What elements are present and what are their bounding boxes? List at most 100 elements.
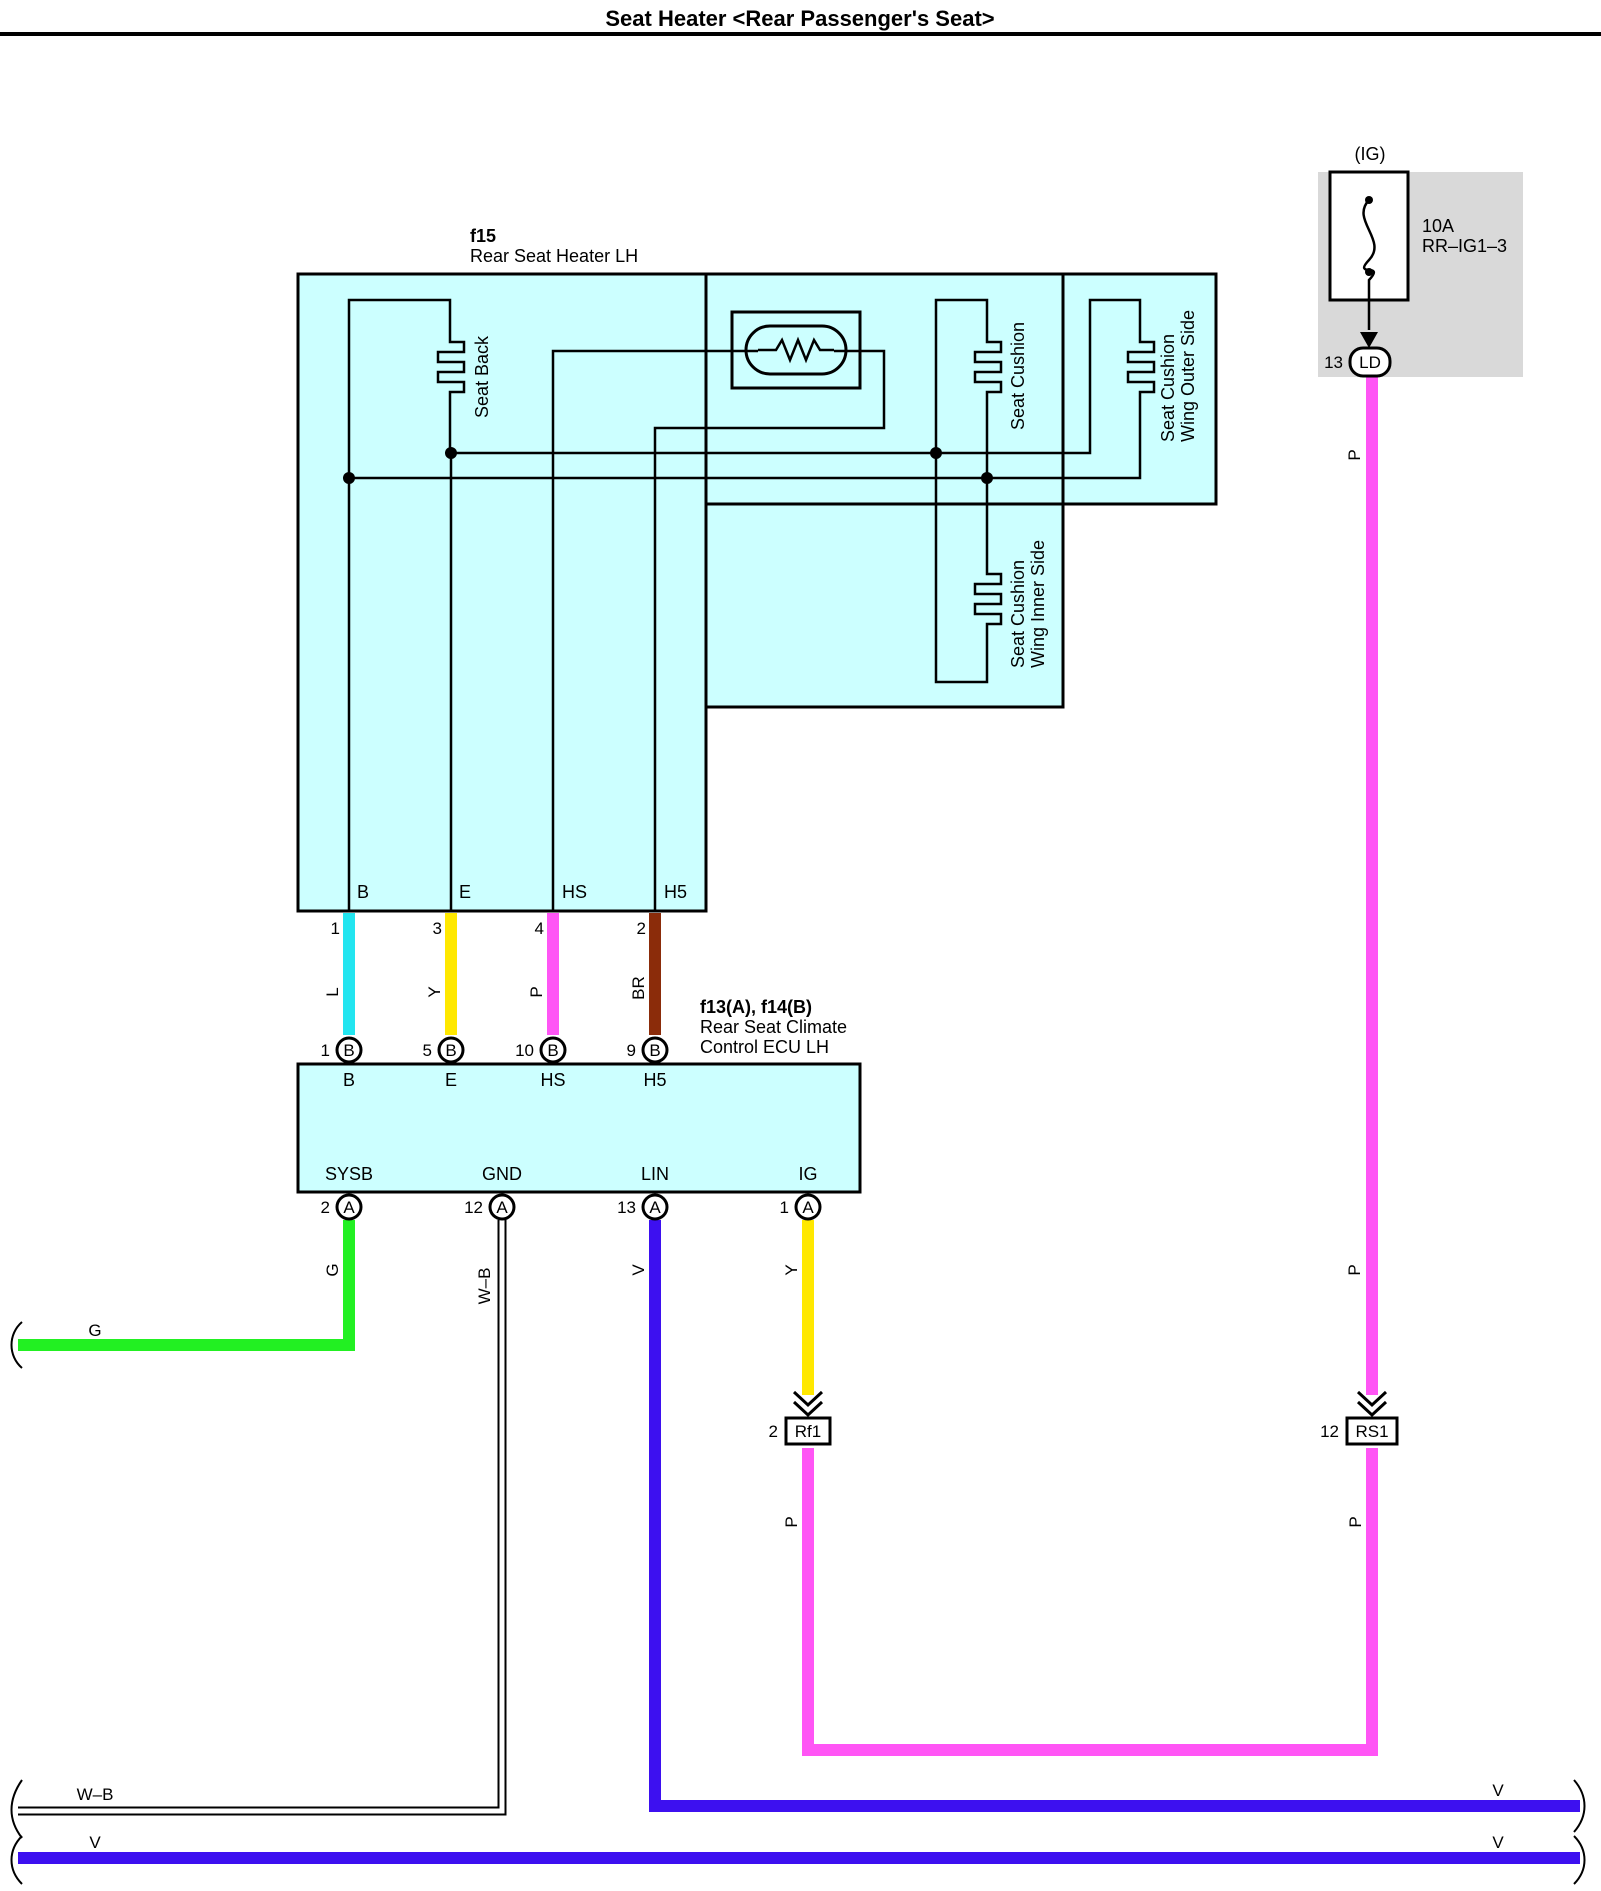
junction-dot	[930, 447, 942, 459]
ecu-terminal	[335, 1036, 363, 1064]
wire-cushion-loop	[934, 453, 989, 684]
heater-main-box	[296, 272, 708, 913]
wire-b-internal	[347, 298, 452, 911]
connector-letter: B	[343, 1041, 354, 1060]
chevron-down-icon	[792, 1390, 824, 1408]
ecu-pin-number: 13	[617, 1198, 636, 1217]
ecu-terminal	[539, 1036, 567, 1064]
break-mark-icon	[10, 1321, 23, 1369]
seat-back-element	[436, 338, 466, 398]
outer-side-label-1: Seat Cushion	[1158, 334, 1178, 442]
ecu-name-line1: Rear Seat Climate	[700, 1017, 847, 1037]
ecu-pin-name: HS	[540, 1070, 565, 1090]
inner-side-label-2: Wing Inner Side	[1028, 540, 1048, 668]
rf1-label: Rf1	[795, 1422, 821, 1441]
junction-connectors: Rf1 2 P RS1 12 P	[769, 1390, 1399, 1528]
chevron-down-icon	[1356, 1390, 1388, 1408]
ecu-pin-number: 2	[321, 1198, 330, 1217]
wire-color-label: V	[629, 1264, 648, 1276]
rf1-connector	[784, 1416, 832, 1446]
ecu-pin-number: 1	[321, 1041, 330, 1060]
fuse-source-label: (IG)	[1355, 144, 1386, 164]
wire-G	[18, 1220, 355, 1351]
wire-outer-return	[349, 398, 1142, 480]
rear-seat-heater: f15 Rear Seat Heater LH Seat Ba	[296, 226, 1218, 913]
v-wire-label: V	[89, 1833, 101, 1852]
ecu-pin-name: GND	[482, 1164, 522, 1184]
ld-pin-number: 13	[1324, 353, 1343, 372]
junction-dot	[445, 447, 457, 459]
break-mark-icon	[10, 1779, 23, 1839]
inner-side-element	[973, 570, 1003, 650]
wire-color-label: P	[1346, 1516, 1365, 1527]
ld-connector-label: LD	[1359, 353, 1381, 372]
ecu-pin-name: B	[343, 1070, 355, 1090]
wire-color-label: W–B	[475, 1268, 494, 1305]
connector-letter: A	[802, 1198, 814, 1217]
heater-pin-number: 4	[535, 919, 544, 938]
heater-cushion-box	[704, 272, 1065, 709]
wire-color-label: BR	[629, 976, 648, 1000]
diagram-title: Seat Heater <Rear Passenger's Seat>	[605, 6, 994, 31]
fuse-name: RR–IG1–3	[1422, 236, 1507, 256]
wire-color-label: P	[1345, 1264, 1364, 1275]
thermistor-resistor	[758, 336, 834, 364]
wire-color-label: L	[323, 987, 342, 996]
connector-letter: A	[343, 1198, 355, 1217]
fuse-element	[1362, 199, 1376, 330]
ld-connector	[1348, 346, 1392, 378]
ecu-pin-name: LIN	[641, 1164, 669, 1184]
ecu-terminal	[794, 1193, 822, 1221]
heater-ecu-harness: 1 3 4 2 L Y P BR	[323, 913, 661, 1035]
fuse-block: (IG) 10A RR–IG1–3 LD 13 P P	[1318, 144, 1523, 1276]
heater-pin-name: H5	[664, 882, 687, 902]
ecu-terminal	[641, 1036, 669, 1064]
ecu-pin-number: 10	[515, 1041, 534, 1060]
ecu-pin-number: 1	[780, 1198, 789, 1217]
break-mark-icon	[1573, 1835, 1586, 1885]
wire-cushion-left	[934, 298, 989, 453]
ecu-pin-number: 9	[627, 1041, 636, 1060]
rs1-connector	[1345, 1416, 1399, 1446]
fuse-terminal-dot	[1365, 268, 1373, 276]
ecu-box	[296, 1062, 862, 1194]
heater-pin-number: 2	[637, 919, 646, 938]
ecu-terminal	[641, 1193, 669, 1221]
v-wire-right-label: V	[1492, 1833, 1504, 1852]
wire-WB-outline	[18, 1220, 507, 1816]
fuse-terminal-dot	[1365, 196, 1373, 204]
heater-pin-number: 1	[331, 919, 340, 938]
v-wire-right-label: V	[1492, 1781, 1504, 1800]
rear-seat-climate-ecu: f13(A), f14(B) Rear Seat Climate Control…	[296, 997, 862, 1194]
ecu-pin-name: H5	[643, 1070, 666, 1090]
heater-name: Rear Seat Heater LH	[470, 246, 638, 266]
wire-color-label: Y	[782, 1264, 801, 1275]
fuse-rating: 10A	[1422, 216, 1454, 236]
heater-code: f15	[470, 226, 496, 246]
connector-letter: B	[649, 1041, 660, 1060]
wire-e-internal	[449, 298, 1142, 911]
wire-WB	[18, 1220, 505, 1814]
wire-color-label: P	[1345, 449, 1364, 460]
outer-side-element	[1126, 338, 1156, 398]
ecu-terminal	[437, 1036, 465, 1064]
connector-arrow-icon	[1360, 332, 1378, 348]
wire-color-label: Y	[425, 986, 444, 997]
chevron-down-icon	[1356, 1400, 1388, 1418]
rs1-pin-number: 12	[1320, 1422, 1339, 1441]
junction-dot	[981, 472, 993, 484]
wire-color-label: P	[527, 986, 546, 997]
rs1-label: RS1	[1355, 1422, 1388, 1441]
heater-pin-number: 3	[433, 919, 442, 938]
seat-cushion-label: Seat Cushion	[1008, 322, 1028, 430]
ecu-code: f13(A), f14(B)	[700, 997, 812, 1017]
wire-h5-internal	[653, 349, 886, 911]
heater-pin-name: E	[459, 882, 471, 902]
seat-cushion-element	[973, 338, 1003, 398]
ecu-terminal	[335, 1193, 363, 1221]
wire-P-loop	[802, 1448, 1378, 1756]
wire-color-label: P	[782, 1516, 801, 1527]
connector-letter: A	[496, 1198, 508, 1217]
heater-pin-name: B	[357, 882, 369, 902]
ecu-pin-number: 5	[423, 1041, 432, 1060]
